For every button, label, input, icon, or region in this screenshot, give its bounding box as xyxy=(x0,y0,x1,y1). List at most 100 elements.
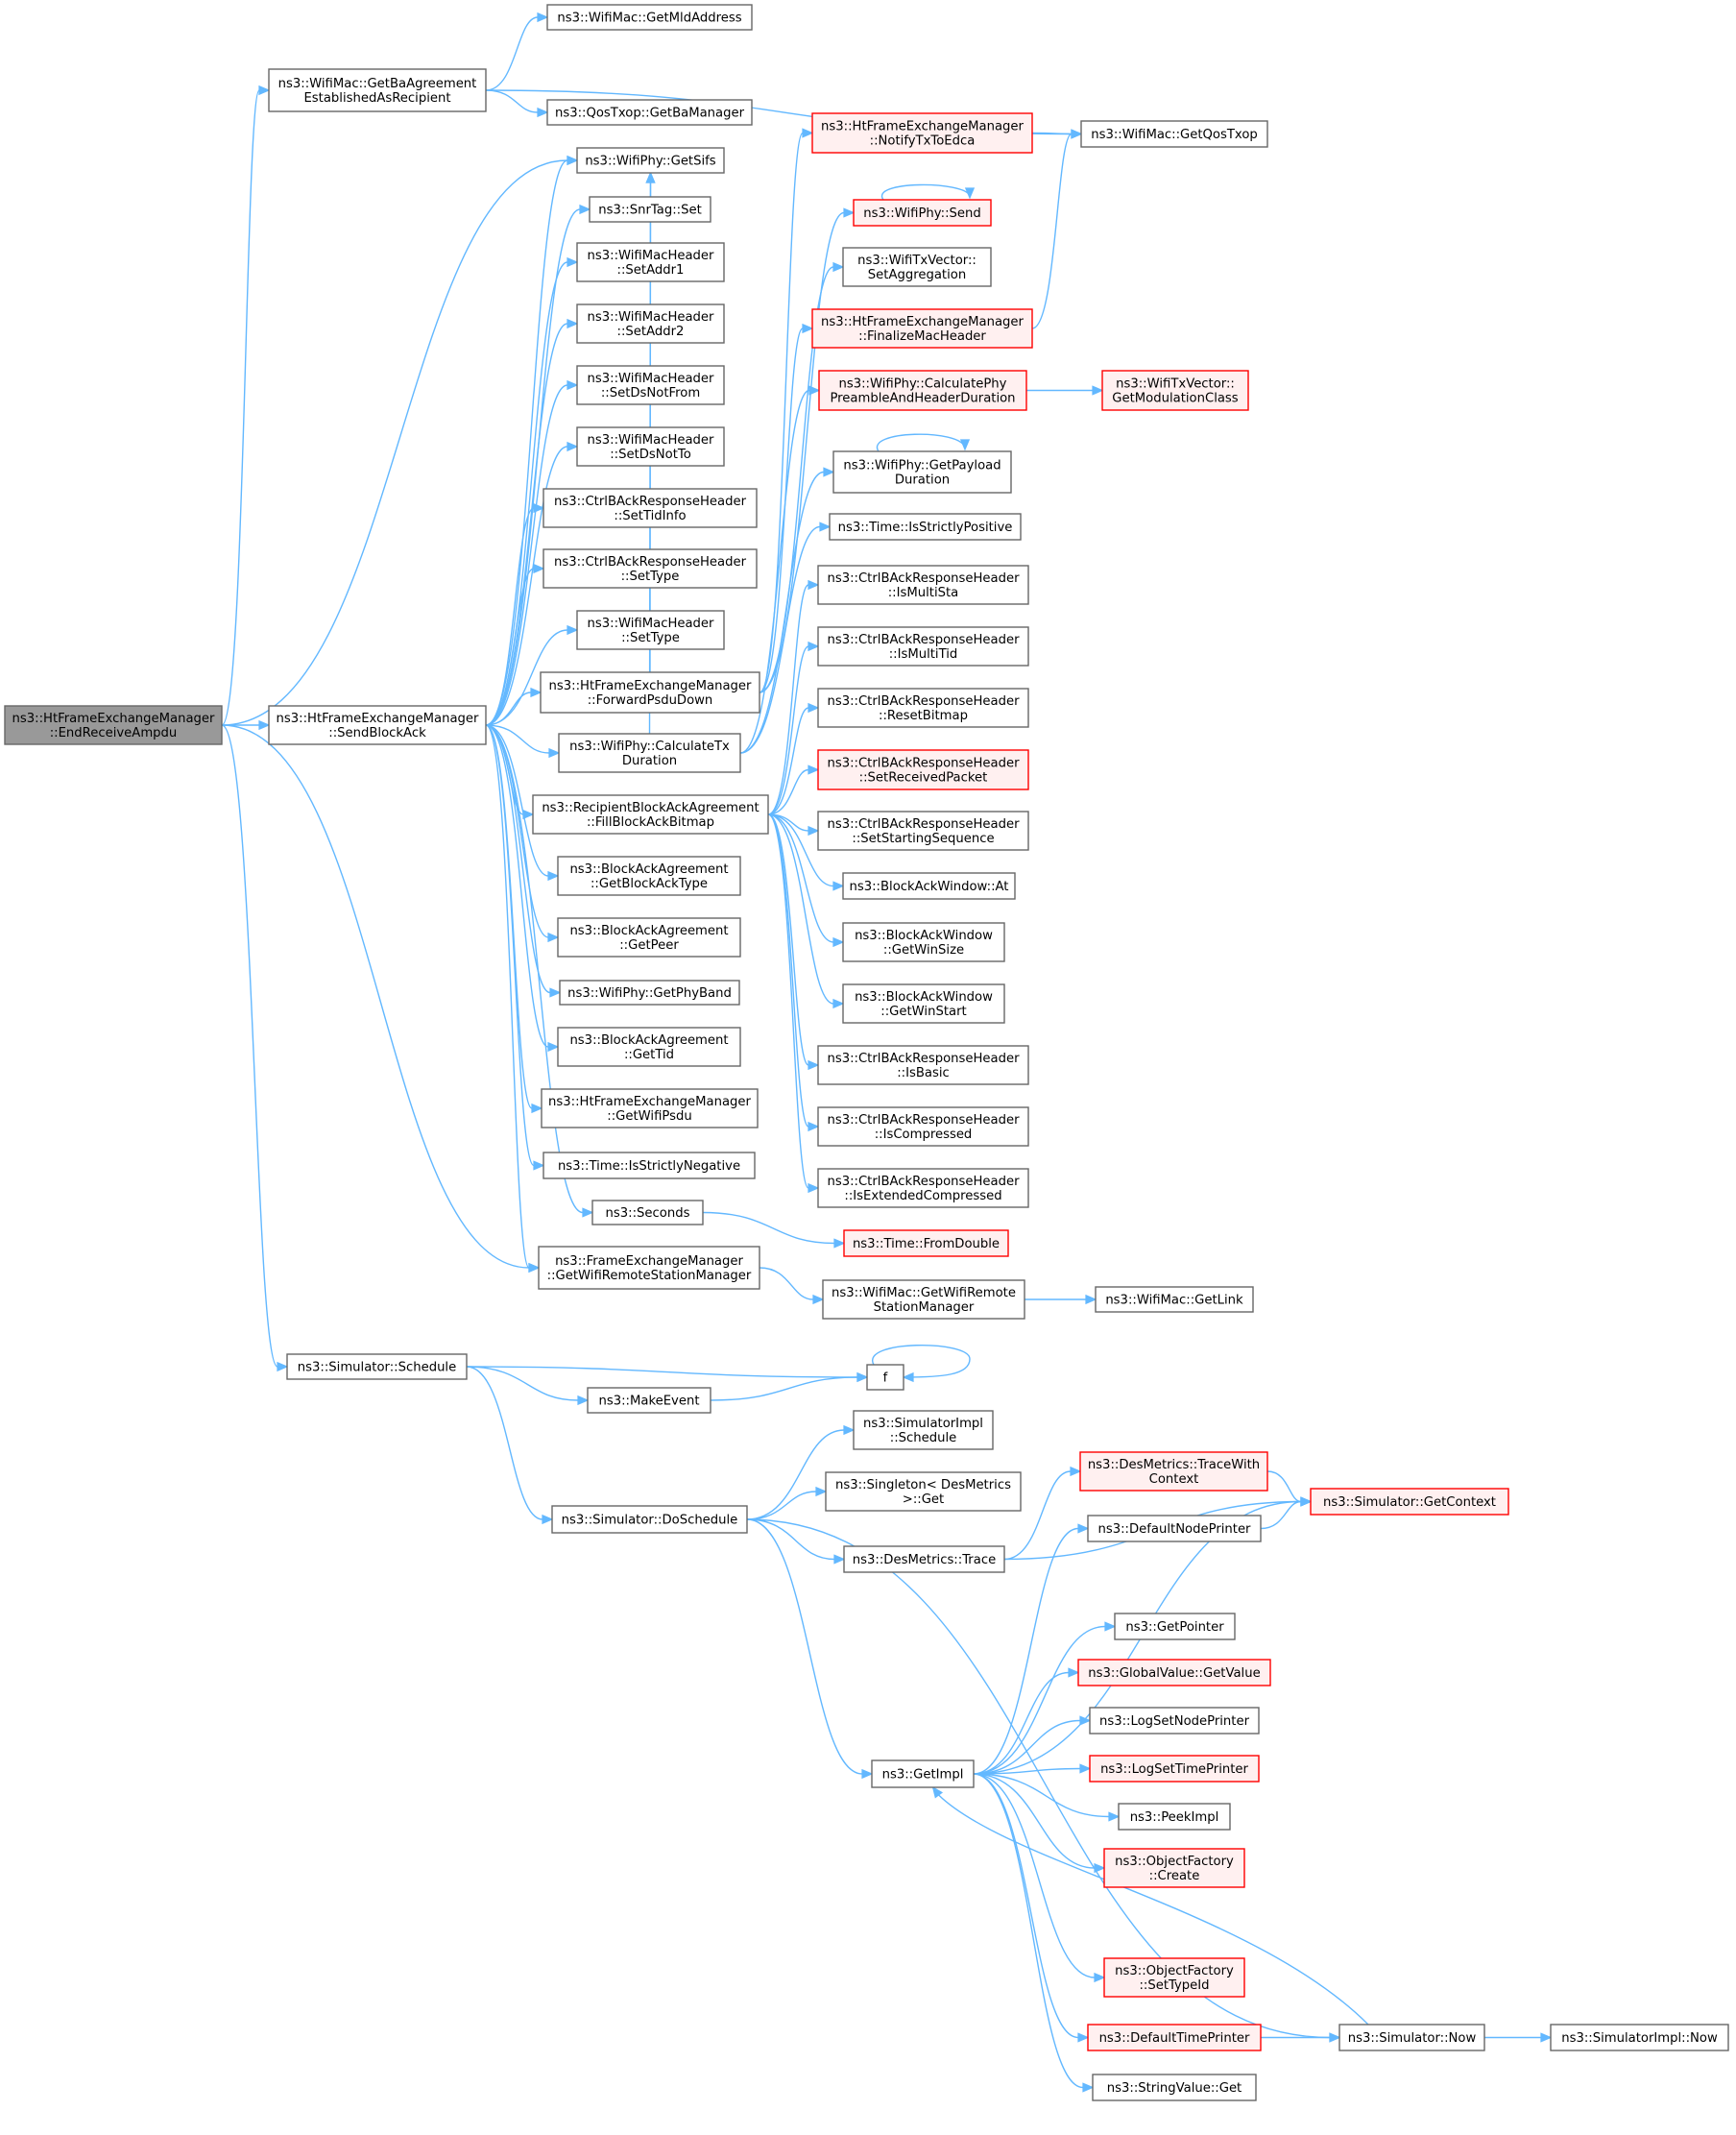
node-n53[interactable]: ns3::Singleton< DesMetrics >::Get xyxy=(825,1471,1022,1512)
node-n34[interactable]: ns3::Time::IsStrictlyPositive xyxy=(829,513,1022,541)
node-n39[interactable]: ns3::CtrlBAckResponseHeader::SetStarting… xyxy=(817,811,1029,851)
node-n24[interactable]: ns3::HtFrameExchangeManager::GetWifiPsdu xyxy=(541,1088,759,1128)
node-n59[interactable]: ns3::GetPointer xyxy=(1114,1613,1236,1640)
node-label: Duration xyxy=(622,754,677,768)
node-n19[interactable]: ns3::RecipientBlockAckAgreement::FillBlo… xyxy=(532,794,769,835)
node-label: ns3::WifiMacHeader xyxy=(588,617,715,631)
node-label: ns3::Seconds xyxy=(606,1206,690,1221)
node-n61[interactable]: ns3::LogSetNodePrinter xyxy=(1089,1707,1260,1735)
node-n51[interactable]: ns3::Simulator::DoSchedule xyxy=(551,1505,748,1534)
node-label: ::IsExtendedCompressed xyxy=(844,1189,1001,1203)
node-n65[interactable]: ns3::ObjectFactory::SetTypeId xyxy=(1103,1957,1245,1998)
edge-n2-n23 xyxy=(485,724,560,1053)
node-box xyxy=(541,1088,759,1128)
node-n64[interactable]: ns3::ObjectFactory::Create xyxy=(1103,1848,1245,1888)
node-n35[interactable]: ns3::CtrlBAckResponseHeader::IsMultiSta xyxy=(817,565,1029,605)
node-n62[interactable]: ns3::LogSetTimePrinter xyxy=(1089,1755,1260,1783)
node-box xyxy=(817,626,1029,667)
node-n43[interactable]: ns3::CtrlBAckResponseHeader::IsBasic xyxy=(817,1045,1029,1085)
node-label: ns3::WifiMacHeader xyxy=(588,249,715,263)
node-n68[interactable]: ns3::SimulatorImpl::Now xyxy=(1550,2024,1729,2051)
node-n54[interactable]: ns3::DesMetrics::Trace xyxy=(843,1545,1005,1573)
node-n8[interactable]: ns3::WifiPhy::GetSifs xyxy=(576,147,725,174)
node-n4[interactable]: ns3::Simulator::Schedule xyxy=(286,1353,468,1380)
node-n52[interactable]: ns3::SimulatorImpl::Schedule xyxy=(853,1410,994,1450)
node-n9[interactable]: ns3::SnrTag::Set xyxy=(589,196,711,223)
edge-n33-n33 xyxy=(876,433,971,452)
node-n29[interactable]: ns3::WifiTxVector::SetAggregation xyxy=(842,247,992,287)
node-n5[interactable]: ns3::WifiMac::GetMldAddress xyxy=(546,4,753,31)
node-n7[interactable]: ns3::WifiMac::GetQosTxop xyxy=(1080,120,1268,148)
node-label: ns3::CtrlBAckResponseHeader xyxy=(827,633,1020,647)
node-n45[interactable]: ns3::CtrlBAckResponseHeader::IsExtendedC… xyxy=(817,1168,1029,1208)
node-n37[interactable]: ns3::CtrlBAckResponseHeader::ResetBitmap xyxy=(817,688,1029,728)
node-n38[interactable]: ns3::CtrlBAckResponseHeader::SetReceived… xyxy=(817,749,1029,790)
edge-n28-n28 xyxy=(880,183,976,201)
node-n48[interactable]: ns3::WifiMac::GetLink xyxy=(1095,1286,1254,1313)
node-n16[interactable]: ns3::WifiMacHeader::SetType xyxy=(576,610,725,650)
node-label: ns3::GetPointer xyxy=(1125,1620,1224,1635)
node-label: ns3::ObjectFactory xyxy=(1115,1855,1234,1869)
node-box xyxy=(557,1027,741,1067)
node-n47[interactable]: ns3::WifiMac::GetWifiRemoteStationManage… xyxy=(822,1279,1025,1320)
edge-n2-n18 xyxy=(485,724,561,759)
node-label: ns3::Simulator::GetContext xyxy=(1323,1495,1496,1510)
node-box xyxy=(822,1279,1025,1320)
node-n17[interactable]: ns3::HtFrameExchangeManager::ForwardPsdu… xyxy=(540,671,760,714)
node-n20[interactable]: ns3::BlockAckAgreement::GetBlockAckType xyxy=(557,856,741,896)
node-label: ns3::HtFrameExchangeManager xyxy=(821,315,1024,329)
node-label: ::GetWifiPsdu xyxy=(607,1109,691,1124)
edge-n2-n14 xyxy=(485,502,545,726)
node-label: ::SetAddr2 xyxy=(617,325,685,339)
node-n57[interactable]: ns3::DefaultNodePrinter xyxy=(1087,1515,1262,1542)
node-n21[interactable]: ns3::BlockAckAgreement::GetPeer xyxy=(557,917,741,958)
node-n56[interactable]: ns3::Simulator::GetContext xyxy=(1310,1488,1509,1516)
node-n49[interactable]: f xyxy=(866,1364,904,1391)
node-n31[interactable]: ns3::WifiPhy::CalculatePhyPreambleAndHea… xyxy=(818,370,1027,411)
node-n36[interactable]: ns3::CtrlBAckResponseHeader::IsMultiTid xyxy=(817,626,1029,667)
node-n11[interactable]: ns3::WifiMacHeader::SetAddr2 xyxy=(576,303,725,344)
node-box xyxy=(286,1353,468,1380)
node-n23[interactable]: ns3::BlockAckAgreement::GetTid xyxy=(557,1027,741,1067)
node-n22[interactable]: ns3::WifiPhy::GetPhyBand xyxy=(559,980,740,1006)
node-n46[interactable]: ns3::Time::FromDouble xyxy=(843,1229,1009,1257)
node-n25[interactable]: ns3::Time::IsStrictlyNegative xyxy=(542,1152,756,1179)
node-n6[interactable]: ns3::QosTxop::GetBaManager xyxy=(546,99,753,126)
node-n67[interactable]: ns3::Simulator::Now xyxy=(1338,2024,1485,2051)
node-n69[interactable]: ns3::StringValue::Get xyxy=(1092,2074,1257,2101)
node-n15[interactable]: ns3::CtrlBAckResponseHeader::SetType xyxy=(542,548,758,589)
node-n3[interactable]: ns3::FrameExchangeManager::GetWifiRemote… xyxy=(538,1246,760,1290)
node-label: ns3::Time::FromDouble xyxy=(853,1237,1000,1251)
node-n32[interactable]: ns3::WifiTxVector::GetModulationClass xyxy=(1101,370,1249,411)
node-n27[interactable]: ns3::HtFrameExchangeManager::NotifyTxToE… xyxy=(811,112,1033,154)
node-n14[interactable]: ns3::CtrlBAckResponseHeader::SetTidInfo xyxy=(542,488,758,528)
node-n41[interactable]: ns3::BlockAckWindow::GetWinSize xyxy=(842,922,1005,962)
node-n2[interactable]: ns3::HtFrameExchangeManager::SendBlockAc… xyxy=(268,705,487,745)
edge-n49-n49 xyxy=(872,1344,971,1383)
node-n26[interactable]: ns3::Seconds xyxy=(591,1200,704,1225)
node-n60[interactable]: ns3::GlobalValue::GetValue xyxy=(1077,1659,1271,1686)
node-label: ns3::Singleton< DesMetrics xyxy=(835,1478,1011,1492)
node-n42[interactable]: ns3::BlockAckWindow::GetWinStart xyxy=(842,983,1005,1024)
node-n40[interactable]: ns3::BlockAckWindow::At xyxy=(842,872,1016,900)
node-label: ::Create xyxy=(1149,1869,1200,1883)
edge-n58-n60 xyxy=(973,1667,1080,1775)
node-n10[interactable]: ns3::WifiMacHeader::SetAddr1 xyxy=(576,242,725,282)
node-n58[interactable]: ns3::GetImpl xyxy=(871,1759,975,1788)
node-box xyxy=(542,548,758,589)
edge-n1-n5 xyxy=(485,12,549,91)
node-n50[interactable]: ns3::MakeEvent xyxy=(587,1387,711,1414)
node-n44[interactable]: ns3::CtrlBAckResponseHeader::IsCompresse… xyxy=(817,1106,1029,1147)
node-box xyxy=(1550,2024,1729,2051)
node-label: ::GetWinStart xyxy=(880,1005,966,1019)
node-n28[interactable]: ns3::WifiPhy::Send xyxy=(853,199,992,227)
node-n63[interactable]: ns3::PeekImpl xyxy=(1118,1803,1231,1831)
node-n12[interactable]: ns3::WifiMacHeader::SetDsNotFrom xyxy=(576,365,725,405)
node-n13[interactable]: ns3::WifiMacHeader::SetDsNotTo xyxy=(576,426,725,467)
node-n1[interactable]: ns3::WifiMac::GetBaAgreementEstablishedA… xyxy=(268,68,487,112)
node-n30[interactable]: ns3::HtFrameExchangeManager::FinalizeMac… xyxy=(811,308,1033,349)
node-n66[interactable]: ns3::DefaultTimePrinter xyxy=(1087,2024,1262,2051)
